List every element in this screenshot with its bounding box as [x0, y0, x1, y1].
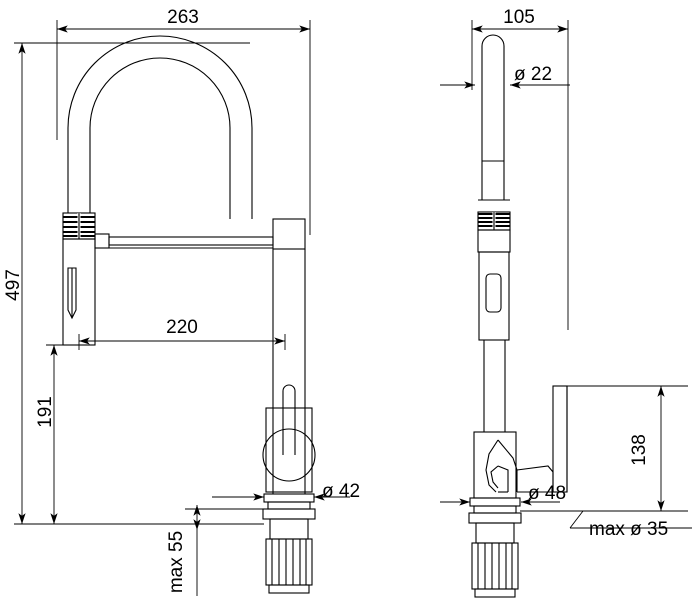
dim-label-max-d35: max ø 35 [589, 519, 668, 540]
side-hose-top [481, 34, 505, 200]
column-joint-block [272, 218, 306, 250]
dim-label-263: 263 [167, 7, 199, 28]
hose-right-tube [229, 208, 253, 219]
support-bar [94, 233, 274, 249]
gooseneck-hose [67, 35, 253, 208]
dim-label-191: 191 [35, 396, 56, 428]
dim-label-105: 105 [503, 7, 535, 28]
lever-handle-front [262, 384, 316, 493]
spray-head-body [62, 238, 96, 346]
front-dimension-lines [14, 20, 350, 596]
side-spray-head [478, 251, 510, 341]
side-collar [477, 199, 511, 253]
dim-label-max55: max 55 [166, 531, 187, 593]
dim-label-138: 138 [629, 434, 650, 466]
dimension-labels: 263 497 191 220 ø 42 max 55 105 ø 22 138… [3, 7, 668, 593]
side-body-block [473, 431, 517, 499]
dim-label-d22: ø 22 [514, 64, 552, 85]
side-lever-handle [485, 385, 568, 493]
side-main-tube [483, 340, 506, 432]
side-base-flange [468, 497, 522, 544]
dim-label-220: 220 [166, 317, 198, 338]
side-threaded-shank [471, 542, 519, 598]
spray-head-collar [62, 212, 96, 240]
dim-label-d48: ø 48 [528, 483, 566, 504]
base-flange [262, 493, 316, 540]
main-column [272, 249, 306, 494]
dim-label-d42: ø 42 [322, 481, 360, 502]
side-dimension-lines [440, 20, 692, 529]
hose-left-tube [67, 208, 91, 213]
front-view-geometry [14, 20, 350, 596]
dim-label-497: 497 [3, 269, 24, 301]
side-view-geometry [440, 20, 692, 598]
threaded-shank [265, 538, 313, 594]
